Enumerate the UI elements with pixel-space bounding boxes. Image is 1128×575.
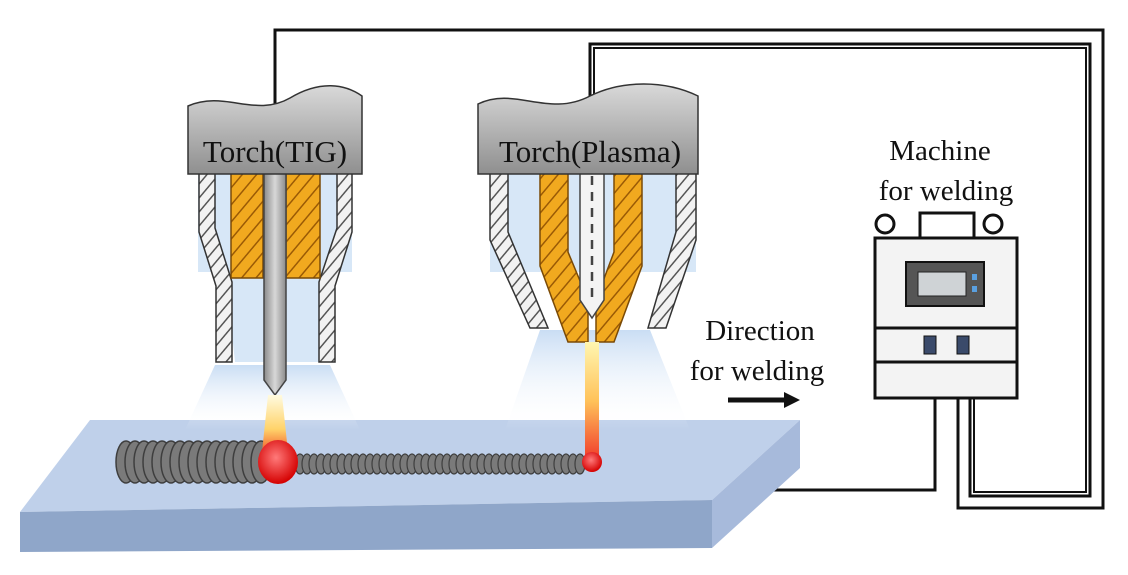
tig-weld-pool (258, 440, 298, 484)
tig-arc (262, 395, 288, 452)
machine-handle (918, 211, 976, 241)
plasma-arc (585, 342, 599, 460)
direction-label-line1: Direction (705, 315, 815, 347)
cable-tig (273, 28, 1105, 510)
tig-torch-label: Torch(TIG) (203, 134, 347, 169)
plate-side (712, 420, 800, 548)
tig-electrode (263, 149, 287, 397)
plate-front (20, 500, 712, 552)
torch-plasma: Torch(Plasma) (477, 83, 699, 460)
plasma-insulator-right (595, 171, 643, 343)
plasma-weld-pool (582, 452, 602, 472)
cable-plasma-inner (593, 47, 1087, 493)
machine-knob-left (874, 213, 896, 235)
cable-workpiece (760, 398, 937, 492)
tig-insulator-left (230, 171, 264, 279)
torch-tig: Torch(TIG) (187, 85, 363, 452)
machine-knob-right (982, 213, 1004, 235)
cable-plasma (588, 42, 1092, 498)
machine-connector-right (956, 335, 970, 355)
direction-arrow-icon (784, 392, 800, 408)
machine-label-line1: Machine (889, 135, 990, 167)
direction-indicator: Direction for welding (690, 315, 825, 408)
machine-connector-left (923, 335, 937, 355)
tig-insulator-right (285, 171, 321, 279)
welding-machine: Machine for welding (873, 135, 1019, 400)
machine-label-line2: for welding (879, 175, 1014, 207)
direction-label-line2: for welding (690, 355, 825, 387)
plasma-torch-head (477, 83, 699, 175)
workpiece-plate (20, 420, 800, 552)
tig-nozzle-left (198, 171, 233, 363)
plasma-insulator-left (539, 171, 589, 343)
weld-bead (115, 440, 586, 484)
tig-nozzle-right (318, 171, 353, 363)
cables (273, 28, 1105, 510)
plasma-torch-label: Torch(Plasma) (499, 134, 681, 169)
tig-torch-head (187, 85, 363, 175)
